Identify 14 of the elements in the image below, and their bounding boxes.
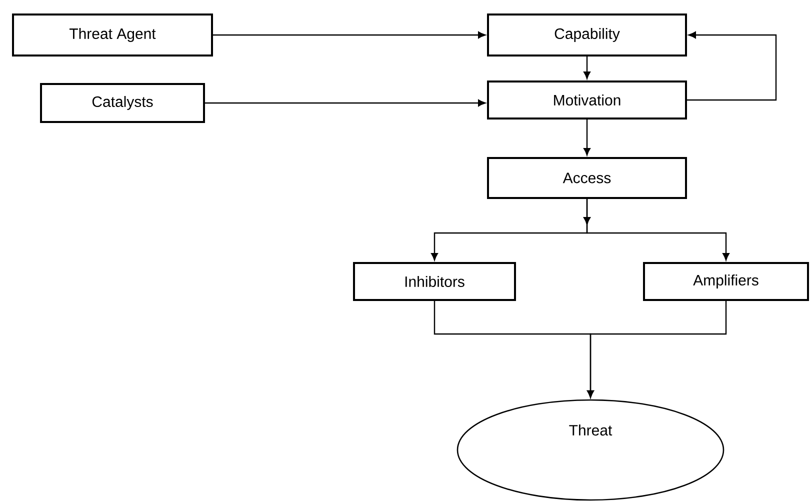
process-box: Capability (487, 14, 687, 56)
arrow (584, 56, 590, 79)
arrow (687, 32, 777, 101)
arrow (587, 301, 727, 398)
process-box: Inhibitors (353, 262, 516, 301)
process-box: Motivation (487, 80, 687, 120)
arrow (584, 120, 590, 156)
process-box: Amplifiers (643, 262, 809, 301)
process-box: Access (487, 157, 687, 199)
arrow (584, 199, 730, 260)
process-box: Catalysts (40, 83, 205, 123)
arrow (205, 100, 486, 106)
arrow (213, 32, 486, 38)
process-box: Threat Agent (12, 14, 213, 56)
